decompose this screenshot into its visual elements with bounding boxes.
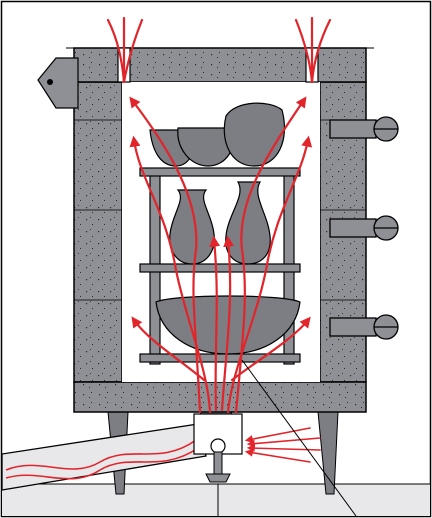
kiln-floor-slab	[74, 382, 366, 412]
kiln-floor-icon	[2, 484, 430, 516]
kiln-left-wall-icon	[74, 82, 122, 382]
